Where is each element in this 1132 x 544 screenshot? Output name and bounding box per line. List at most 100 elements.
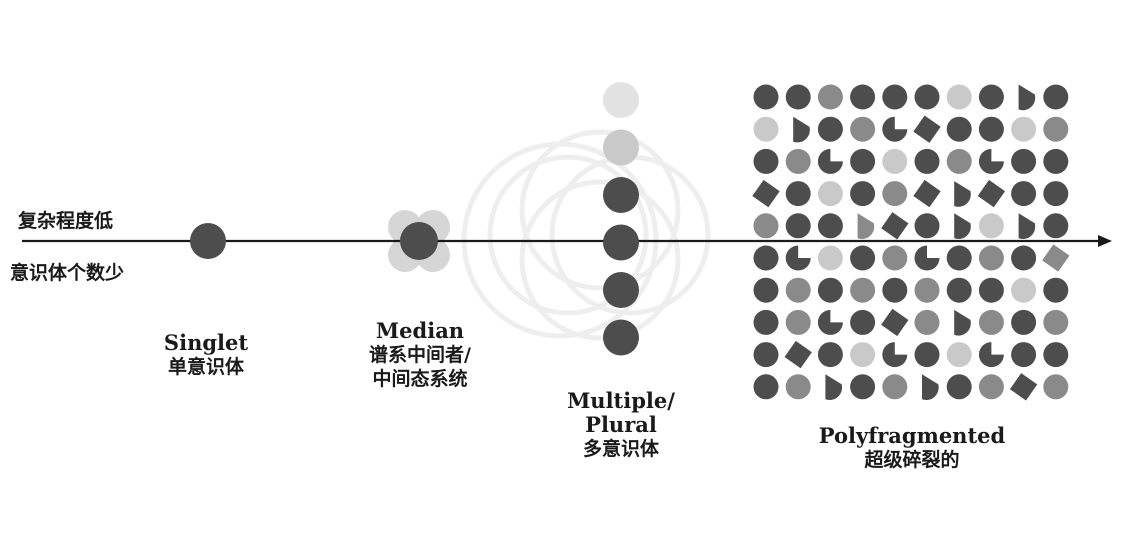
fragment-shape bbox=[978, 374, 1004, 400]
polyfragmented-grid bbox=[752, 84, 1070, 401]
singlet-name-zh: 单意识体 bbox=[167, 356, 244, 378]
fragment-shape bbox=[914, 342, 940, 368]
fragment-shape bbox=[817, 213, 843, 239]
fragment-shape bbox=[914, 84, 940, 110]
ring-bottom bbox=[519, 179, 681, 341]
fragment-shape bbox=[850, 116, 876, 142]
fragment-shape bbox=[1011, 181, 1037, 207]
fragment-shape bbox=[946, 277, 972, 303]
fragment-shape bbox=[946, 342, 972, 368]
fragment-shape bbox=[753, 213, 779, 239]
axis-arrowhead bbox=[1098, 235, 1112, 247]
fragment-shape bbox=[753, 309, 779, 335]
fragment-shape bbox=[753, 342, 779, 368]
singlet-name-en: Singlet bbox=[163, 330, 249, 355]
fragment-shape bbox=[1018, 213, 1036, 240]
fragment-shape bbox=[1009, 373, 1038, 401]
fragment-shape bbox=[1011, 245, 1037, 271]
fragment-shape bbox=[1043, 213, 1069, 239]
fragment-shape bbox=[850, 84, 876, 110]
fragment-shape bbox=[753, 148, 779, 174]
fragment-shape bbox=[785, 84, 811, 110]
polyfragmented-name-en: Polyfragmented bbox=[818, 423, 1006, 448]
fragment-shape bbox=[1018, 84, 1036, 111]
fragment-shape bbox=[954, 309, 971, 336]
median-name-en: Median bbox=[375, 318, 465, 343]
fragment-shape bbox=[946, 245, 972, 271]
fragment-shape bbox=[1043, 309, 1069, 335]
fragment-shape bbox=[914, 148, 940, 174]
singlet-circle bbox=[190, 223, 226, 259]
fragment-shape bbox=[1011, 342, 1037, 368]
fragment-shape bbox=[882, 181, 908, 207]
fragment-shape bbox=[914, 309, 940, 335]
fragment-shape bbox=[977, 179, 1006, 208]
fragment-shape bbox=[817, 342, 843, 368]
fragment-shape bbox=[785, 213, 811, 239]
fragment-shape bbox=[753, 116, 779, 142]
fragment-shape bbox=[978, 342, 1004, 368]
stage-label-multiple: Multiple/ Plural 多意识体 bbox=[556, 389, 686, 461]
fragment-shape bbox=[914, 245, 940, 271]
fragment-shape bbox=[817, 277, 843, 303]
median-name-zh-line1: 谱系中间者/ bbox=[369, 344, 471, 366]
fragment-shape bbox=[922, 374, 939, 401]
fragment-shape bbox=[946, 374, 972, 400]
median-core-circle bbox=[400, 222, 438, 260]
fragment-shape bbox=[857, 213, 875, 240]
fragment-shape bbox=[1011, 277, 1037, 303]
fragment-shape bbox=[914, 277, 940, 303]
fragment-shape bbox=[882, 374, 908, 400]
fragment-shape bbox=[1011, 116, 1037, 142]
fragment-shape bbox=[753, 277, 779, 303]
fragment-shape bbox=[817, 116, 843, 142]
fragment-shape bbox=[785, 309, 811, 335]
fragment-shape bbox=[793, 116, 810, 143]
ring-top bbox=[519, 129, 681, 291]
fragment-shape bbox=[978, 148, 1004, 174]
fragment-shape bbox=[785, 245, 811, 271]
fragment-shape bbox=[954, 181, 971, 207]
fragment-shape bbox=[850, 148, 876, 174]
fragment-shape bbox=[753, 374, 779, 400]
fragment-shape bbox=[1043, 342, 1069, 368]
fragment-shape bbox=[882, 116, 908, 142]
stage-label-singlet: Singlet 单意识体 bbox=[158, 331, 254, 379]
fragment-shape bbox=[753, 84, 779, 110]
multiple-name-en-line1: Multiple/ bbox=[567, 388, 675, 413]
fragment-shape bbox=[817, 84, 843, 110]
fragment-shape bbox=[1043, 148, 1069, 174]
fragment-shape bbox=[850, 342, 876, 368]
fragment-shape bbox=[913, 179, 941, 208]
low-complexity-label: 复杂程度低 bbox=[18, 210, 114, 232]
multiple-circle bbox=[603, 177, 639, 213]
fragment-shape bbox=[913, 115, 941, 143]
ring-left bbox=[487, 154, 649, 316]
fragment-shape bbox=[978, 116, 1004, 142]
fragment-shape bbox=[978, 277, 1004, 303]
fragment-shape bbox=[1043, 374, 1069, 400]
fragment-shape bbox=[946, 84, 972, 110]
median-name-zh-line2: 中间态系统 bbox=[372, 368, 468, 390]
fragment-shape bbox=[882, 245, 908, 271]
fragment-shape bbox=[881, 212, 909, 240]
fragment-shape bbox=[850, 181, 876, 207]
fragment-shape bbox=[817, 148, 843, 174]
fragment-shape bbox=[954, 213, 971, 240]
fragment-shape bbox=[825, 374, 843, 401]
multiple-name-en-line2: Plural bbox=[585, 412, 657, 437]
fragment-shape bbox=[785, 277, 811, 303]
multiple-circle bbox=[603, 224, 639, 261]
background-rings bbox=[461, 129, 711, 341]
multiple-circle bbox=[603, 82, 639, 118]
fragment-shape bbox=[946, 148, 972, 174]
fragment-shape bbox=[882, 148, 908, 174]
multiple-circle bbox=[603, 319, 639, 356]
fragment-shape bbox=[850, 245, 876, 271]
fragment-shape bbox=[850, 309, 876, 335]
multiple-circle bbox=[603, 272, 639, 308]
fragment-shape bbox=[785, 148, 811, 174]
fragment-shape bbox=[1011, 148, 1037, 174]
fragment-shape bbox=[1043, 116, 1069, 142]
